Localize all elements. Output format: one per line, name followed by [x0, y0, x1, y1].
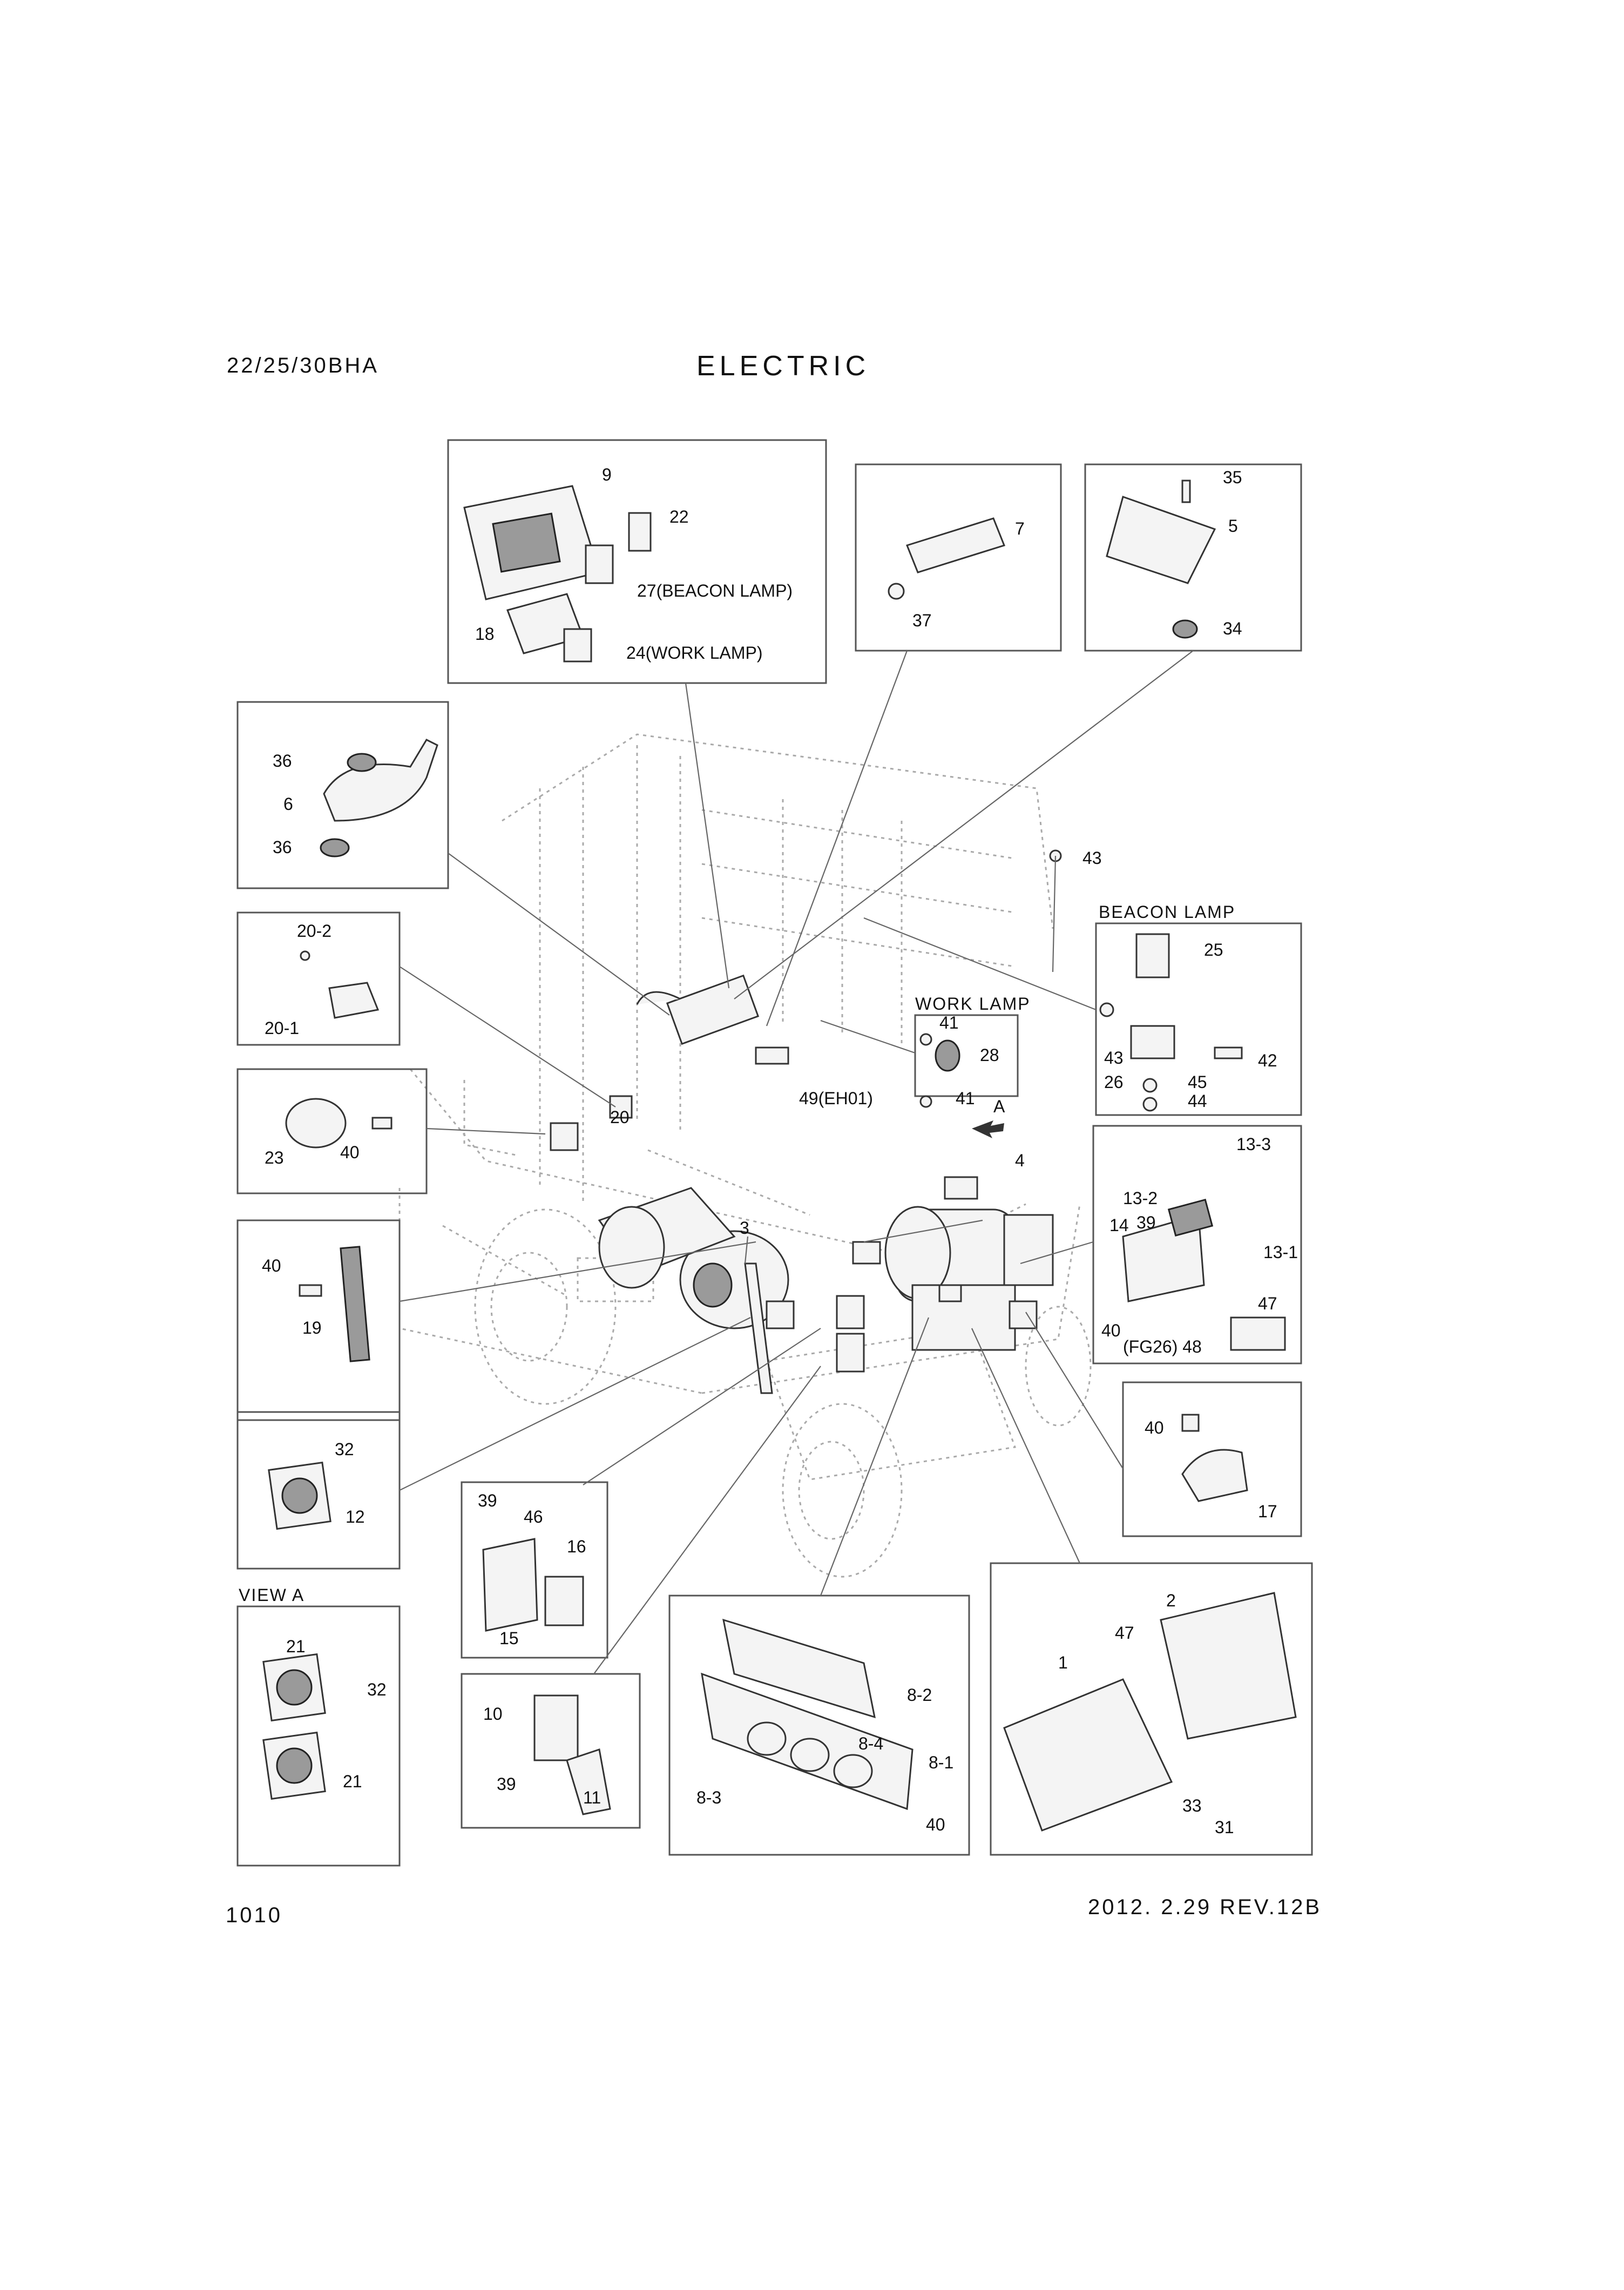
model-label: 22/25/30BHA	[227, 354, 379, 377]
box-part-13	[1092, 1125, 1302, 1364]
callout-18: 18	[475, 624, 495, 644]
callout-48: (FG26) 48	[1123, 1337, 1202, 1356]
page-number: 1010	[226, 1903, 282, 1927]
callout-31: 31	[1215, 1818, 1234, 1837]
callout-13-1: 13-1	[1263, 1242, 1298, 1262]
callout-32b: 32	[367, 1680, 387, 1699]
callout-46: 46	[524, 1507, 543, 1526]
box-part-1-2	[990, 1562, 1313, 1856]
callout-19: 19	[302, 1318, 322, 1337]
box-dashboard	[447, 439, 827, 684]
callout-26: 26	[1104, 1072, 1124, 1092]
callout-12: 12	[346, 1507, 365, 1526]
callout-40c: 40	[926, 1815, 945, 1834]
beacon-lamp-label: BEACON LAMP	[1099, 902, 1235, 922]
callout-25: 25	[1204, 940, 1223, 960]
work-lamp-label: WORK LAMP	[915, 994, 1031, 1014]
revision-label: 2012. 2.29 REV.12B	[1088, 1895, 1322, 1919]
callout-47b: 47	[1258, 1294, 1277, 1313]
box-part-8	[668, 1595, 970, 1856]
arrow-a-label: A	[993, 1097, 1005, 1116]
callout-43b: 43	[1104, 1048, 1124, 1068]
callout-28: 28	[980, 1045, 999, 1065]
box-part-23	[236, 1068, 428, 1194]
callout-22: 22	[669, 507, 689, 526]
callout-7: 7	[1015, 519, 1025, 538]
page-title: ELECTRIC	[696, 350, 870, 382]
callout-3: 3	[740, 1218, 749, 1238]
callout-8-1: 8-1	[929, 1753, 953, 1772]
box-view-a	[236, 1605, 401, 1867]
callout-9: 9	[602, 465, 612, 484]
callout-32a: 32	[335, 1440, 354, 1459]
callout-8-4: 8-4	[858, 1734, 883, 1753]
callout-43a: 43	[1082, 848, 1102, 868]
callout-42: 42	[1258, 1051, 1277, 1070]
callout-36b: 36	[273, 837, 292, 857]
callout-5: 5	[1228, 516, 1238, 536]
callout-37: 37	[912, 611, 932, 630]
callout-41b: 41	[956, 1089, 975, 1108]
callout-20-1: 20-1	[265, 1018, 299, 1038]
callout-4: 4	[1015, 1151, 1025, 1170]
callout-40d: 40	[1145, 1418, 1164, 1437]
callout-35: 35	[1223, 468, 1242, 487]
callout-20: 20	[610, 1107, 630, 1127]
callout-23: 23	[265, 1148, 284, 1167]
callout-10: 10	[483, 1704, 503, 1724]
box-part-6	[236, 701, 449, 889]
box-part-20	[236, 911, 401, 1046]
callout-39a: 39	[478, 1491, 497, 1510]
callout-13-2: 13-2	[1123, 1188, 1158, 1208]
callout-21a: 21	[286, 1637, 306, 1656]
callout-1: 1	[1058, 1653, 1068, 1672]
callout-39b: 39	[497, 1774, 516, 1794]
callout-44: 44	[1188, 1091, 1207, 1111]
arrow-a-icon	[972, 1120, 1004, 1138]
callout-40a: 40	[340, 1143, 360, 1162]
callout-27: 27(BEACON LAMP)	[637, 581, 793, 600]
callout-47a: 47	[1115, 1623, 1134, 1643]
callout-21b: 21	[343, 1772, 362, 1791]
callout-39c: 39	[1136, 1213, 1156, 1232]
callout-45: 45	[1188, 1072, 1207, 1092]
callout-15: 15	[499, 1629, 519, 1648]
callout-6: 6	[283, 794, 293, 814]
leader-lines	[399, 650, 1194, 1674]
callout-2: 2	[1166, 1591, 1176, 1610]
view-a-label: VIEW A	[239, 1585, 304, 1605]
callout-33: 33	[1182, 1796, 1202, 1815]
callout-16: 16	[567, 1537, 586, 1556]
callout-40e: 40	[1101, 1321, 1121, 1340]
box-beacon-lamp	[1095, 922, 1302, 1116]
callout-34: 34	[1223, 619, 1242, 638]
box-work-lamp	[914, 1014, 1019, 1097]
callout-8-3: 8-3	[696, 1788, 721, 1807]
box-part-10	[461, 1673, 641, 1829]
box-part-17	[1122, 1381, 1302, 1537]
callout-41a: 41	[939, 1013, 959, 1032]
box-part-15	[461, 1481, 608, 1659]
callout-36a: 36	[273, 751, 292, 771]
callout-14: 14	[1109, 1215, 1129, 1235]
callout-49: 49(EH01)	[799, 1089, 873, 1108]
callout-20-2: 20-2	[297, 921, 331, 941]
callout-11: 11	[583, 1788, 601, 1807]
center-assembly	[550, 974, 1054, 1394]
callout-8-2: 8-2	[907, 1685, 932, 1705]
box-part-19	[236, 1219, 401, 1421]
callout-24: 24(WORK LAMP)	[626, 643, 762, 663]
callout-13-3: 13-3	[1236, 1134, 1271, 1154]
callout-40b: 40	[262, 1256, 281, 1275]
forklift-outline	[398, 733, 1092, 1578]
callout-17: 17	[1258, 1502, 1277, 1521]
box-part-7	[855, 463, 1062, 652]
